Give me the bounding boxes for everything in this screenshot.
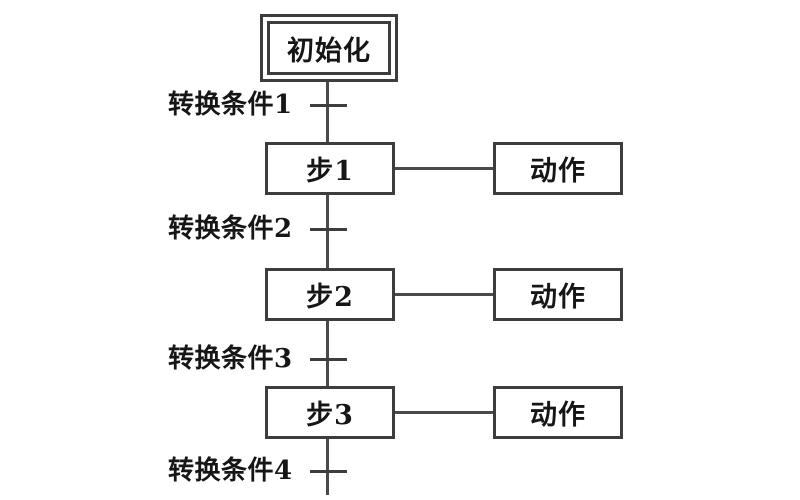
step1-action-label: 动作 (530, 156, 586, 187)
transition-tick-4 (310, 470, 347, 473)
step2-action-box: 动作 (493, 268, 623, 321)
step1-action-connector (395, 167, 493, 170)
step1-box: 步1 (265, 142, 395, 195)
initial-step-box: 初始化 (260, 14, 398, 82)
transition-label-1: 转换条件1 (168, 90, 293, 120)
step2-box: 步2 (265, 268, 395, 321)
step3-label: 步3 (306, 400, 354, 431)
transition-tick-3 (310, 358, 347, 361)
step3-action-box: 动作 (493, 386, 623, 439)
step2-label: 步2 (306, 282, 354, 313)
transition-tick-2 (310, 228, 347, 231)
step2-action-label: 动作 (530, 282, 586, 313)
initial-step-inner-box: 初始化 (267, 21, 391, 75)
step3-box: 步3 (265, 386, 395, 439)
step3-action-connector (395, 411, 493, 414)
step3-action-label: 动作 (530, 400, 586, 431)
step1-action-box: 动作 (493, 142, 623, 195)
initial-step-label: 初始化 (287, 35, 371, 67)
transition-label-3: 转换条件3 (168, 344, 293, 374)
step2-action-connector (395, 293, 493, 296)
transition-label-4: 转换条件4 (168, 456, 293, 486)
step1-label: 步1 (306, 156, 354, 187)
transition-tick-1 (310, 104, 347, 107)
transition-label-2: 转换条件2 (168, 214, 293, 244)
